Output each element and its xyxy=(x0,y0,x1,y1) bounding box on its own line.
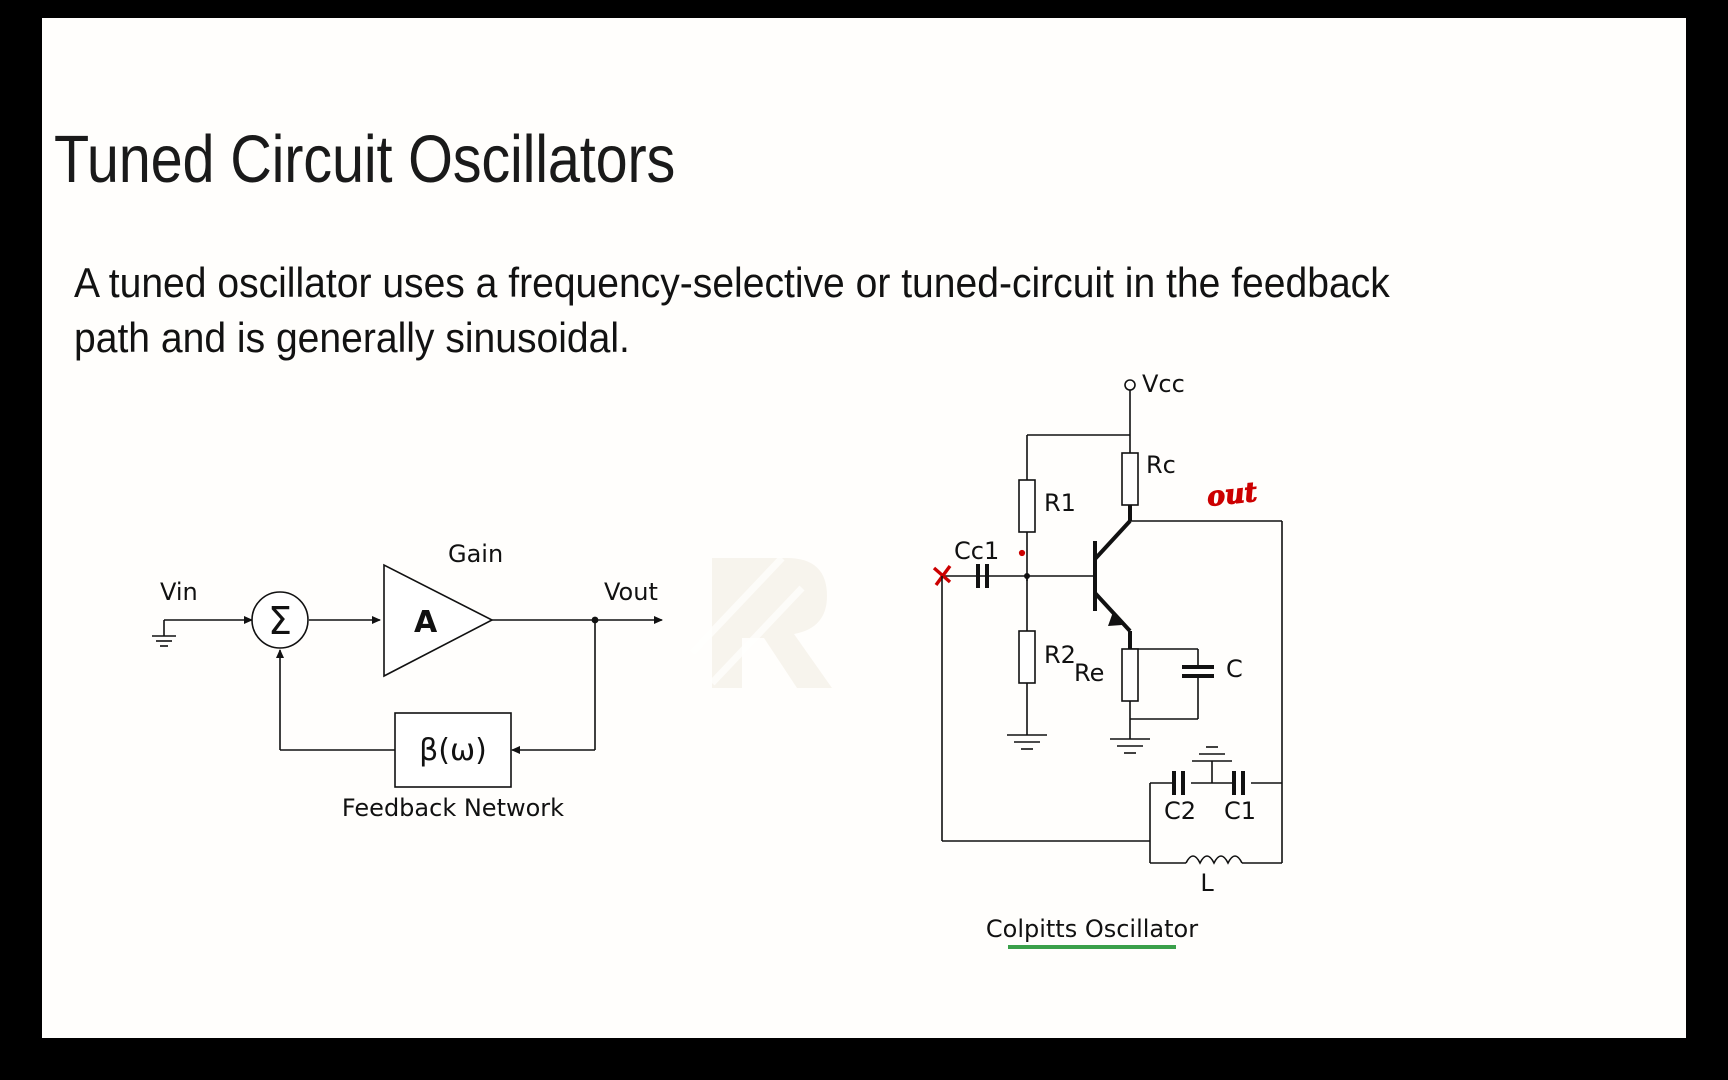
resistor-r2 xyxy=(1018,576,1036,735)
vcc-terminal xyxy=(1124,379,1136,435)
npn-transistor xyxy=(1062,519,1132,633)
resistor-r1 xyxy=(1018,435,1036,581)
out-annotation: out xyxy=(1205,477,1259,513)
feedback-network-caption: Feedback Network xyxy=(342,794,564,822)
rc-label: Rc xyxy=(1146,451,1176,479)
feedback-block-diagram: Vin Σ xyxy=(152,540,712,868)
summing-junction: Σ xyxy=(251,591,309,649)
base-node-wire xyxy=(942,573,1062,579)
vout-label: Vout xyxy=(604,578,658,606)
capacitor-c xyxy=(1182,649,1214,719)
feedback-network-block: β(ω) xyxy=(394,712,512,788)
vin-label: Vin xyxy=(160,578,198,606)
beta-symbol: β(ω) xyxy=(419,733,487,768)
feedback-loop-wire xyxy=(941,576,1150,842)
vin-ground-icon xyxy=(152,635,176,647)
c2-label: C2 xyxy=(1164,797,1196,825)
re-label: Re xyxy=(1074,659,1104,687)
page-title: Tuned Circuit Oscillators xyxy=(54,122,676,197)
slide-body-text: A tuned oscillator uses a frequency-sele… xyxy=(74,259,1390,361)
vin-wire xyxy=(163,616,253,636)
x-mark-annotation xyxy=(932,564,952,587)
emitter-ground-icon xyxy=(1110,738,1150,754)
cc1-label: Cc1 xyxy=(954,537,999,565)
output-wire xyxy=(1130,520,1283,801)
colpitts-caption: Colpitts Oscillator xyxy=(986,915,1198,943)
inductor-l xyxy=(1185,855,1243,865)
vcc-label: Vcc xyxy=(1142,370,1185,398)
capacitor-c2 xyxy=(1172,771,1185,795)
tank-ground-icon xyxy=(1192,746,1232,762)
c-label: C xyxy=(1226,655,1243,683)
r2-label: R2 xyxy=(1044,641,1076,669)
vout-wire xyxy=(492,616,663,624)
c1-label: C1 xyxy=(1224,797,1256,825)
cc1-red-dot-annotation xyxy=(1018,549,1026,557)
amplifier-block: A xyxy=(383,563,494,678)
watermark-logo xyxy=(689,555,832,688)
colpitts-oscillator-figure: Vcc R1 Rc xyxy=(882,363,1302,949)
l-label: L xyxy=(1200,869,1214,897)
feedback-wire-left xyxy=(276,649,395,751)
r2-ground-icon xyxy=(1007,734,1047,750)
emitter-network xyxy=(1121,631,1214,739)
capacitor-cc1 xyxy=(976,564,989,588)
resistor-re xyxy=(1121,648,1139,702)
resistor-rc xyxy=(1121,435,1139,521)
presentation-slide: Tuned Circuit Oscillators A tuned oscill… xyxy=(42,18,1686,1038)
gain-label: Gain xyxy=(448,540,503,568)
feedback-wire-right xyxy=(511,620,596,754)
r1-label: R1 xyxy=(1044,489,1076,517)
lc-tank-network xyxy=(1149,746,1283,865)
capacitor-c1 xyxy=(1232,771,1245,795)
amplifier-symbol: A xyxy=(414,605,438,640)
sigma-symbol: Σ xyxy=(268,599,292,643)
